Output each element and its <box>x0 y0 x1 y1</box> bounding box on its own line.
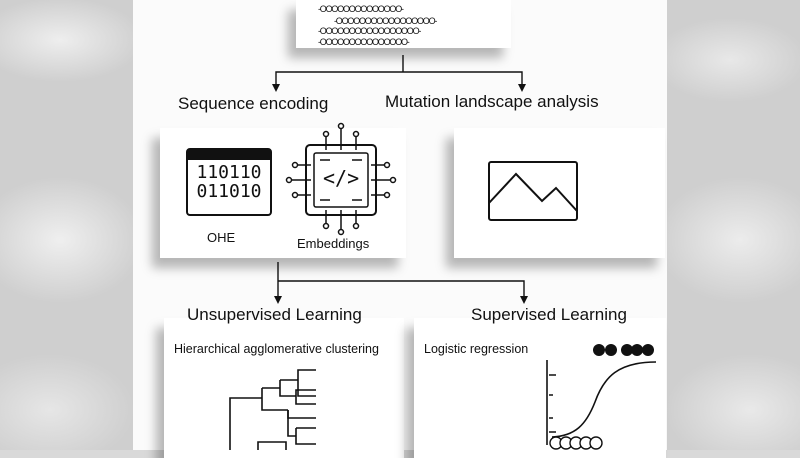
sequence-encoding-title: Sequence encoding <box>178 94 329 113</box>
sequence-line-2: -OOOOOOOOOOOOOOOOO- <box>334 16 437 26</box>
sequence-line-3: -OOOOOOOOOOOOOOOOO- <box>318 26 421 36</box>
positive-class-points <box>593 344 654 356</box>
microchip-icon <box>291 128 391 230</box>
supervised-card <box>414 318 666 458</box>
arrowhead-unsupervised <box>274 296 282 304</box>
sequence-line-4: -OOOOOOOOOOOOOOO- <box>318 37 410 47</box>
binary-window-icon: 110110 011010 <box>186 148 272 216</box>
connector-middle-split <box>277 262 525 296</box>
ohe-bits-line-2: 011010 <box>196 181 262 202</box>
chip-code-glyph: </> <box>323 166 360 190</box>
sequence-card <box>296 0 511 48</box>
arrowhead-encoding <box>272 84 280 92</box>
arrowhead-supervised <box>520 296 528 304</box>
ohe-label: OHE <box>207 230 236 245</box>
landscape-image-icon <box>488 161 578 221</box>
logistic-regression-label: Logistic regression <box>424 342 529 356</box>
sequence-line-1: -OOOOOOOOOOOOOO- <box>318 4 404 14</box>
arrowhead-landscape <box>518 84 526 92</box>
mutation-landscape-title: Mutation landscape analysis <box>385 92 599 111</box>
ohe-bits-line-1: 110110 <box>196 162 262 183</box>
supervised-title: Supervised Learning <box>471 305 627 324</box>
clustering-method-label: Hierarchical agglomerative clustering <box>174 342 379 356</box>
unsupervised-title: Unsupervised Learning <box>187 305 362 324</box>
negative-class-points <box>549 436 603 450</box>
connector-top-split <box>275 55 523 84</box>
dendrogram-icon <box>229 369 316 450</box>
unsupervised-card <box>164 318 404 458</box>
sigmoid-plot-icon <box>546 360 657 445</box>
embeddings-label: Embeddings <box>297 236 370 251</box>
